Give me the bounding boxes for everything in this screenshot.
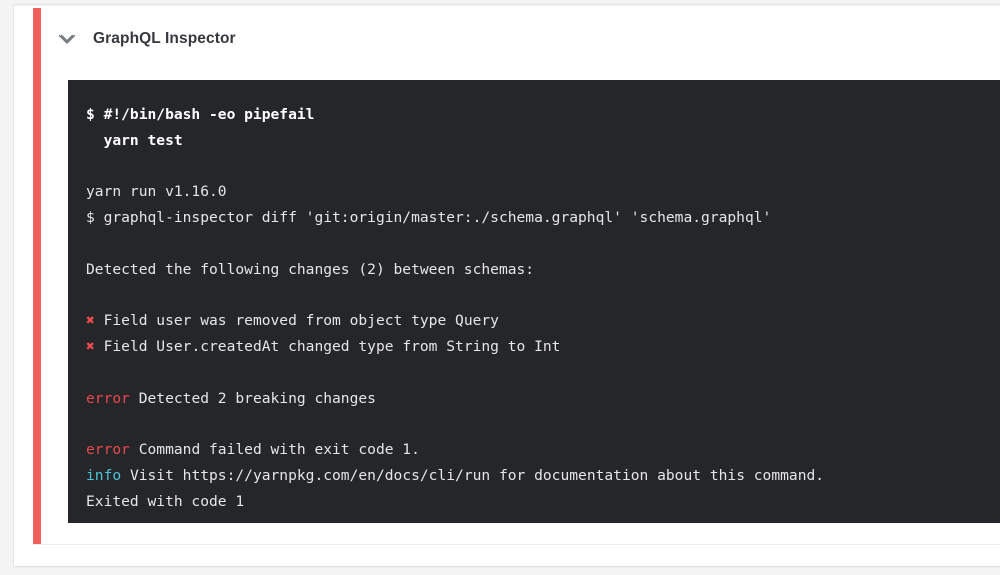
terminal-log-line: Detected the following changes (2) betwe… xyxy=(86,261,534,278)
job-card: GraphQL Inspector $ #!/bin/bash -eo pipe… xyxy=(14,4,1000,566)
log-info-token: info xyxy=(86,467,122,485)
terminal-command-text: $ #!/bin/bash -eo pipefail xyxy=(86,106,315,123)
chevron-down-icon[interactable] xyxy=(54,26,80,52)
terminal-log-line: yarn test xyxy=(86,132,183,149)
terminal-output-text: Field user was removed from object type … xyxy=(94,312,499,330)
terminal-log-line: error Command failed with exit code 1. xyxy=(86,441,420,458)
terminal-log-line: yarn run v1.16.0 xyxy=(86,183,227,200)
log-error-token: error xyxy=(86,441,130,459)
terminal-output-text: Detected 2 breaking changes xyxy=(129,389,376,407)
job-header[interactable]: GraphQL Inspector xyxy=(54,20,236,58)
failure-x-icon: ✖ xyxy=(86,312,95,330)
terminal-output-text: $ graphql-inspector diff 'git:origin/mas… xyxy=(86,209,772,227)
terminal-output-text: Field User.createdAt changed type from S… xyxy=(94,338,561,356)
card-top-divider xyxy=(14,4,1000,6)
terminal-log-line: ✖ Field user was removed from object typ… xyxy=(86,312,499,329)
terminal-output-text: Detected the following changes (2) betwe… xyxy=(86,260,535,278)
job-status-rail xyxy=(33,8,41,544)
failure-x-icon: ✖ xyxy=(86,338,95,356)
terminal-log-line: ✖ Field User.createdAt changed type from… xyxy=(86,338,560,355)
terminal-log-panel[interactable]: $ #!/bin/bash -eo pipefail yarn test yar… xyxy=(68,80,1000,523)
terminal-output-text: Command failed with exit code 1. xyxy=(129,441,420,459)
terminal-output-text: Visit https://yarnpkg.com/en/docs/cli/ru… xyxy=(121,467,825,485)
terminal-log-line: Exited with code 1 xyxy=(86,493,244,510)
terminal-output-text: Exited with code 1 xyxy=(86,492,245,510)
job-footer-divider xyxy=(33,544,1000,545)
terminal-log-line: $ #!/bin/bash -eo pipefail xyxy=(86,106,314,123)
job-title: GraphQL Inspector xyxy=(93,30,236,47)
log-error-token: error xyxy=(86,389,130,407)
terminal-log-content: $ #!/bin/bash -eo pipefail yarn test yar… xyxy=(68,102,1000,515)
terminal-log-line: info Visit https://yarnpkg.com/en/docs/c… xyxy=(86,467,824,484)
terminal-log-line: $ graphql-inspector diff 'git:origin/mas… xyxy=(86,209,771,226)
terminal-command-text: yarn test xyxy=(86,131,183,149)
terminal-log-line: error Detected 2 breaking changes xyxy=(86,390,376,407)
terminal-output-text: yarn run v1.16.0 xyxy=(86,183,227,201)
